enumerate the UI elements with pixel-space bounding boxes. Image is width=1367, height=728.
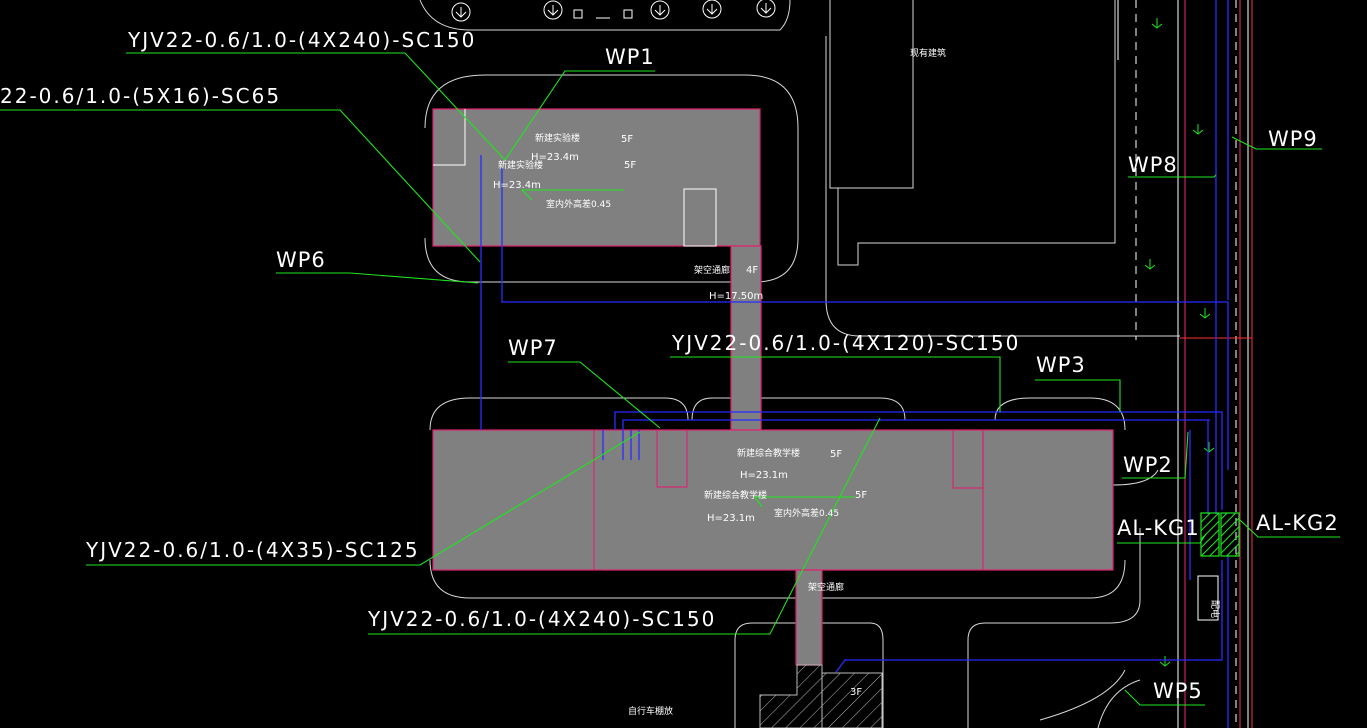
substation-box: 配电 <box>1197 575 1221 621</box>
lab-name-dup: 新建实验楼 <box>498 159 543 171</box>
cable-label-1: YJV22-0.6/1.0-(4X240)-SC150 <box>127 28 476 52</box>
cable-label-3: YJV22-0.6/1.0-(4X120)-SC150 <box>671 331 1020 355</box>
circuit-wp5: WP5 <box>1153 679 1203 703</box>
corridor-top-annotations: 架空通廊 4F H=17.50m <box>694 264 763 302</box>
circuit-wp6: WP6 <box>276 248 326 272</box>
lab-name: 新建实验楼 <box>535 132 580 144</box>
cable-routes <box>480 0 1229 728</box>
leader-lines <box>0 52 1340 706</box>
corridor-top <box>730 245 762 431</box>
corridor-bottom-name: 架空通廊 <box>808 581 844 593</box>
corridor-top-floors: 4F <box>746 265 758 276</box>
lab-floors-dup: 5F <box>624 160 636 171</box>
bike-shed-label: 自行车棚放 <box>628 705 673 717</box>
circuit-wp8: WP8 <box>1128 153 1178 177</box>
lab-height: H=23.4m <box>531 152 579 163</box>
lab-height-dup: H=23.4m <box>493 180 541 191</box>
cable-label-2: 22-0.6/1.0-(5X16)-SC65 <box>0 84 281 108</box>
tree-icon <box>451 0 776 22</box>
teaching-height-dup: H=23.1m <box>707 513 755 524</box>
road-outlines <box>419 0 1249 728</box>
teaching-annotations: 新建综合教学楼 5F H=23.1m 新建综合教学楼 5F H=23.1m 室内… <box>704 447 867 524</box>
teaching-elevation: 室内外高差0.45 <box>774 507 839 519</box>
lab-annotations: 新建实验楼 5F H=23.4m 新建实验楼 5F H=23.4m 室内外高差0… <box>493 132 636 210</box>
lab-floors: 5F <box>621 134 633 145</box>
teaching-floors: 5F <box>830 449 842 460</box>
cable-label-4: YJV22-0.6/1.0-(4X35)-SC125 <box>85 538 420 562</box>
cable-label-5: YJV22-0.6/1.0-(4X240)-SC150 <box>367 607 716 631</box>
circuit-wp9: WP9 <box>1268 127 1318 151</box>
building-teaching <box>432 429 1114 571</box>
circuit-wp3: WP3 <box>1036 353 1086 377</box>
circuit-wp7: WP7 <box>508 336 558 360</box>
building-lab <box>432 108 761 247</box>
existing-building-name: 现有建筑 <box>910 47 946 59</box>
circuit-wp2: WP2 <box>1123 453 1173 477</box>
circuit-wp1: WP1 <box>605 45 655 69</box>
panel-al-kg1: AL-KG1 <box>1117 516 1200 540</box>
teaching-floors-dup: 5F <box>855 490 867 501</box>
hatched-building <box>759 664 883 728</box>
teaching-name: 新建综合教学楼 <box>737 447 800 459</box>
panel-boxes <box>1200 512 1240 557</box>
teaching-height: H=23.1m <box>740 470 788 481</box>
teaching-name-dup: 新建综合教学楼 <box>704 489 767 501</box>
corridor-bottom <box>795 569 823 666</box>
panel-al-kg2: AL-KG2 <box>1256 511 1339 535</box>
lab-elevation: 室内外高差0.45 <box>546 198 611 210</box>
grass-marks <box>1144 18 1215 667</box>
corridor-top-height: H=17.50m <box>709 291 763 302</box>
hatched-building-floors: 3F <box>850 687 862 698</box>
corridor-top-name: 架空通廊 <box>694 264 730 276</box>
substation-label: 配电 <box>1209 600 1221 618</box>
